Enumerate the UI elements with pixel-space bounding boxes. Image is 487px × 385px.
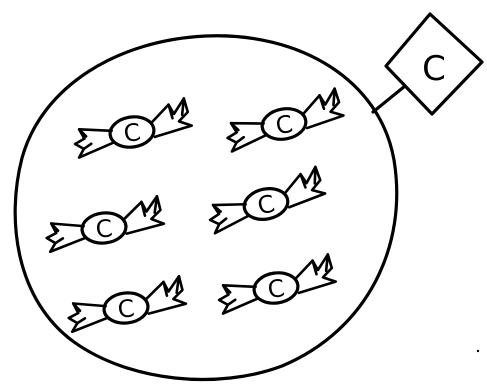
candy-letter: C <box>122 118 142 148</box>
wrapped-candy-icon: C <box>66 276 188 332</box>
bag-tag: C <box>386 14 482 114</box>
candy-letter: C <box>94 214 114 244</box>
ink-speck <box>477 350 479 352</box>
candy-letter: C <box>266 274 286 304</box>
wrapped-candy-icon: C <box>215 254 338 314</box>
bag-outline <box>15 36 397 380</box>
candy-letter: C <box>273 110 294 140</box>
wrapped-candy-icon: C <box>44 196 166 252</box>
candy-letter: C <box>255 190 277 221</box>
wrapped-candy-icon: C <box>71 98 194 158</box>
tag-letter: C <box>422 49 446 89</box>
wrapped-candy-icon: C <box>204 166 329 234</box>
candy-letter: C <box>116 294 136 324</box>
tag-string <box>373 86 405 112</box>
wrapped-candy-icon: C <box>222 88 346 152</box>
